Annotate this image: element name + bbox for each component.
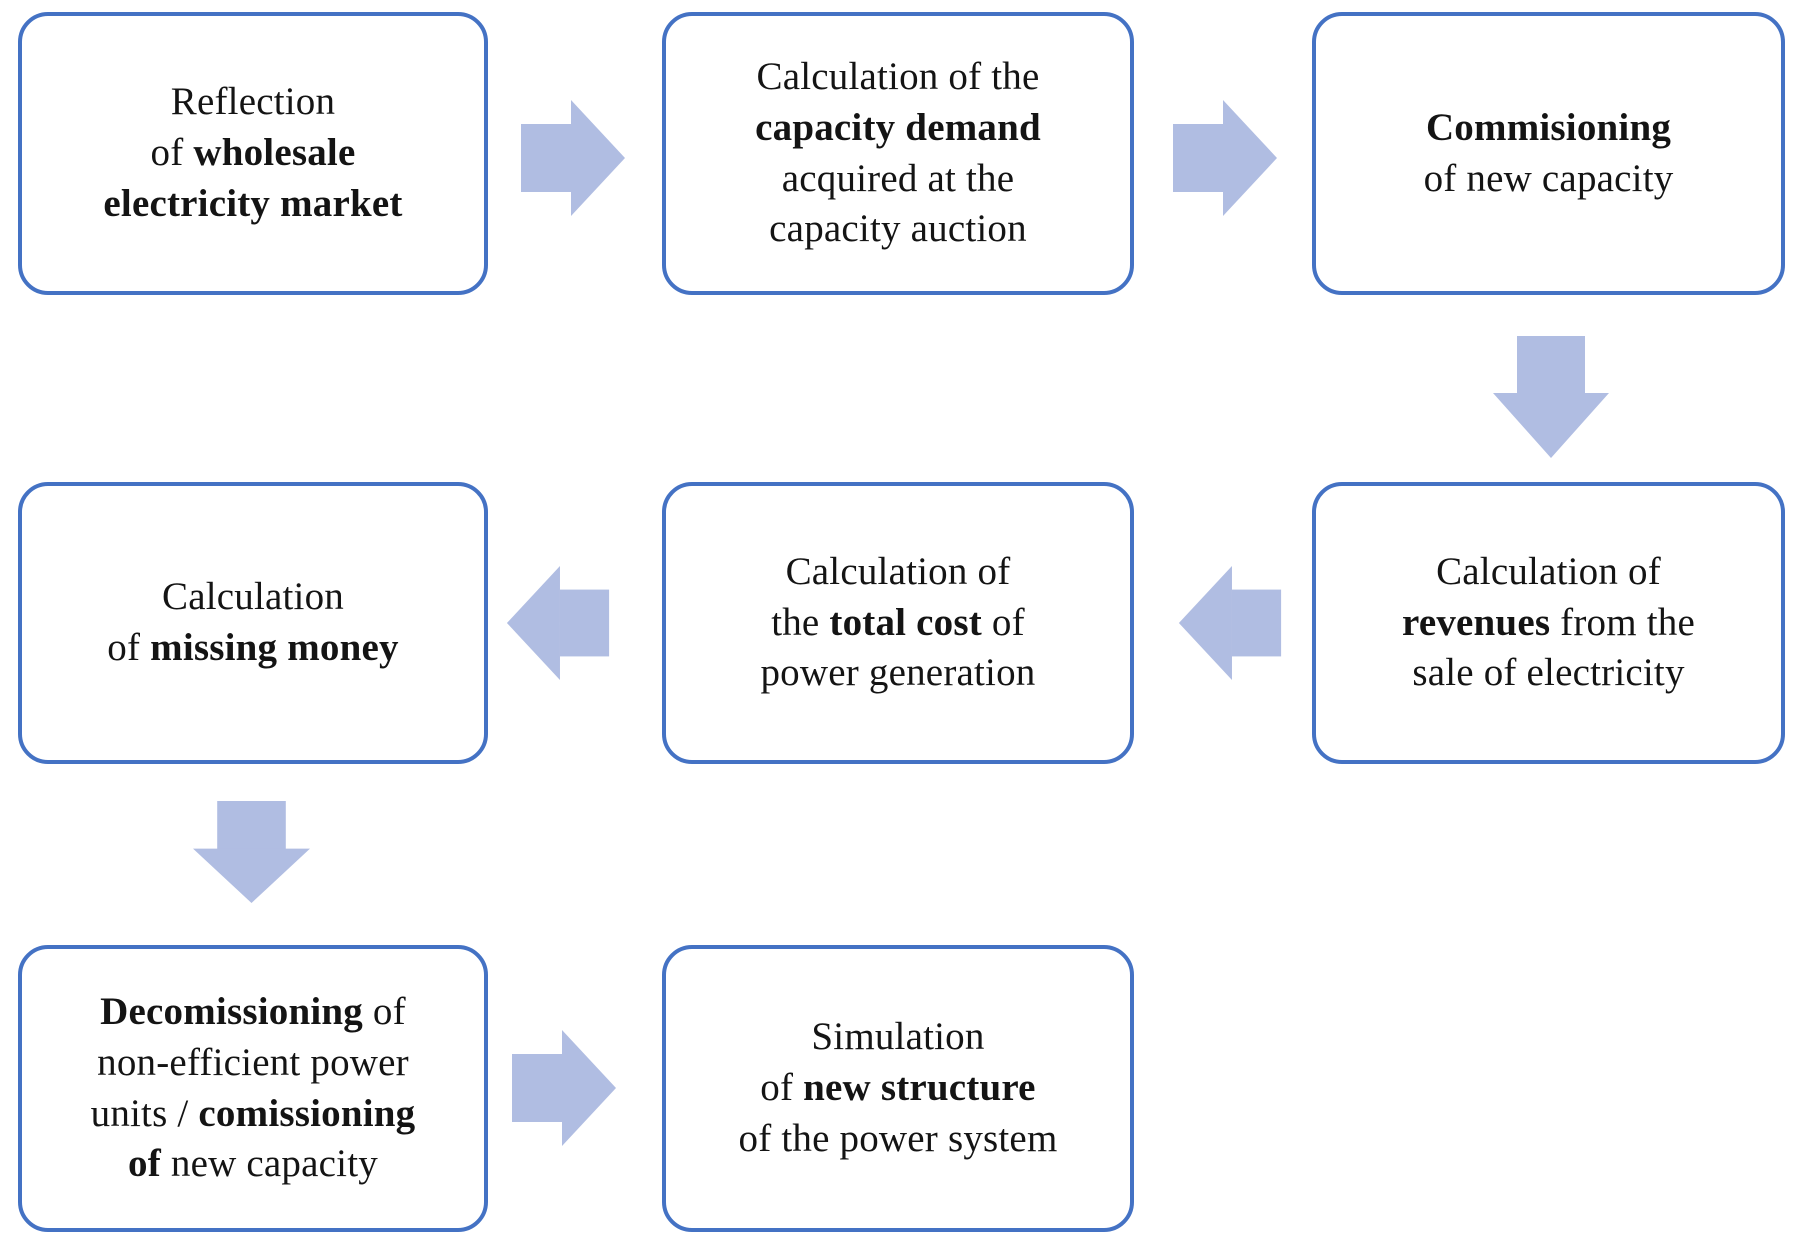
node-text-segment: Reflection: [170, 80, 336, 124]
node-text-segment: of: [981, 600, 1025, 644]
node-text-segment: Simulation: [811, 1015, 985, 1059]
node-text-segment: non-efficient power: [97, 1040, 409, 1084]
node-text-line: sale of electricity: [1402, 648, 1695, 699]
node-text-line: Commisioning: [1424, 103, 1674, 154]
node-text-line: revenues from the: [1402, 598, 1695, 649]
node-text-line: Calculation of: [760, 547, 1035, 598]
node-text-line: Calculation of the: [755, 52, 1041, 103]
node-text-line: the total cost of: [760, 598, 1035, 649]
node-text-line: power generation: [760, 648, 1035, 699]
node-text-line: acquired at the: [755, 154, 1041, 205]
node-text-line: capacity auction: [755, 204, 1041, 255]
node-text-segment: capacity auction: [769, 207, 1027, 251]
node-text-line: of new structure: [739, 1063, 1058, 1114]
node-text-segment: sale of electricity: [1412, 651, 1685, 695]
node-text-line: of new capacity: [1424, 154, 1674, 205]
node-text-segment: Calculation of: [1436, 549, 1661, 593]
node-text-line: capacity demand: [755, 103, 1041, 154]
node-text-segment: Calculation of the: [756, 55, 1040, 99]
node-text-segment: Commisioning: [1425, 105, 1672, 149]
node-text-line: Calculation: [107, 572, 398, 623]
node-text-segment: from the: [1550, 600, 1695, 644]
arrow-left-icon: [506, 566, 610, 680]
node-text-line: Calculation of: [1402, 547, 1695, 598]
node-text-line: electricity market: [103, 179, 402, 230]
flow-node-calculation-of-capacity-demand: Calculation of the capacity demand acquire…: [662, 12, 1134, 295]
node-text-segment: Calculation of: [785, 549, 1011, 593]
node-text-line: Simulation: [739, 1012, 1058, 1063]
node-text-segment: new structure: [803, 1066, 1036, 1110]
node-text: Commisioning of new capacity: [1424, 103, 1674, 204]
node-text-segment: electricity market: [103, 181, 403, 225]
node-text-line: of wholesale: [103, 128, 402, 179]
node-text-segment: new capacity: [160, 1142, 378, 1186]
arrow-right-icon: [521, 100, 625, 216]
node-text-segment: of: [150, 131, 194, 175]
arrow-left-icon: [1178, 566, 1282, 680]
node-text-segment: of new capacity: [1423, 156, 1674, 200]
node-text-segment: capacity demand: [755, 105, 1041, 149]
arrow-down-icon: [193, 801, 310, 903]
node-text-segment: of: [107, 626, 151, 669]
arrow-down-icon: [1493, 336, 1609, 458]
flow-node-commisioning-of-new-capacity: Commisioning of new capacity: [1312, 12, 1785, 295]
node-text-segment: units /: [90, 1091, 199, 1135]
node-text-line: of new capacity: [91, 1139, 416, 1190]
node-text-segment: of: [362, 990, 406, 1034]
arrow-right-icon: [512, 1030, 616, 1146]
node-text-line: Decomissioning of: [91, 987, 416, 1038]
node-text-segment: missing money: [150, 626, 399, 669]
node-text-segment: wholesale: [193, 131, 356, 175]
node-text-segment: comissioning: [198, 1091, 416, 1135]
node-text-line: non-efficient power: [91, 1038, 416, 1089]
arrow-right-icon: [1173, 100, 1277, 216]
node-text-segment: of: [760, 1066, 804, 1110]
node-text-segment: revenues: [1402, 600, 1551, 644]
node-text-segment: of the power system: [738, 1116, 1058, 1160]
node-text-line: Reflection: [103, 77, 402, 128]
node-text: Calculation of the capacity demand acquire…: [755, 52, 1041, 255]
node-text-line: of the power system: [739, 1114, 1058, 1165]
node-text-line: units / comissioning: [91, 1089, 416, 1140]
node-text-segment: Calculation: [161, 575, 344, 619]
node-text-line: of missing money: [107, 623, 398, 674]
node-text-segment: the: [771, 600, 830, 644]
node-text-segment: Decomissioning: [100, 990, 363, 1034]
node-text-segment: total cost: [829, 600, 982, 644]
node-text-segment: acquired at the: [781, 156, 1015, 200]
node-text-segment: power generation: [760, 651, 1036, 695]
node-text-segment: of: [128, 1142, 161, 1186]
